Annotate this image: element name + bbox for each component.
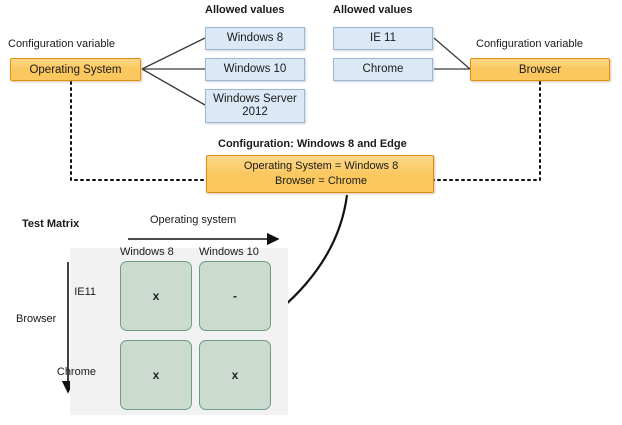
- allowed-value-windows-8-label: Windows 8: [226, 32, 284, 44]
- matrix-cell-ie11-windows-10[interactable]: -: [199, 261, 271, 331]
- matrix-cell-value: -: [233, 289, 237, 303]
- right-allowed-values-caption: Allowed values: [333, 4, 413, 16]
- allowed-value-windows-10-label: Windows 10: [223, 63, 287, 75]
- configuration-line-browser: Browser = Chrome: [274, 175, 367, 187]
- matrix-cell-value: x: [152, 368, 160, 382]
- browser-value-connectors: [433, 37, 471, 70]
- matrix-row-header-ie11: IE11: [74, 286, 96, 298]
- allowed-value-windows-server-2012[interactable]: Windows Server 2012: [205, 89, 305, 123]
- test-matrix-title: Test Matrix: [22, 218, 80, 230]
- variable-box-browser[interactable]: Browser: [470, 58, 610, 81]
- configuration-box[interactable]: Operating System = Windows 8 Browser = C…: [206, 155, 434, 193]
- variable-box-operating-system-label: Operating System: [29, 63, 122, 76]
- os-value-connectors: [141, 37, 206, 106]
- configuration-caption: Configuration: Windows 8 and Edge: [218, 138, 407, 150]
- matrix-column-header-windows-10: Windows 10: [199, 246, 259, 258]
- matrix-cell-chrome-windows-8[interactable]: x: [120, 340, 192, 410]
- allowed-value-chrome-label: Chrome: [362, 63, 404, 75]
- left-allowed-values-caption: Allowed values: [205, 4, 285, 16]
- allowed-value-windows-10[interactable]: Windows 10: [205, 58, 305, 81]
- matrix-cell-value: x: [152, 289, 160, 303]
- left-configuration-variable-caption: Configuration variable: [8, 38, 116, 50]
- right-configuration-variable-caption: Configuration variable: [476, 38, 584, 50]
- allowed-value-ie-11-label: IE 11: [370, 32, 396, 44]
- matrix-cell-chrome-windows-10[interactable]: x: [199, 340, 271, 410]
- configuration-line-operating-system: Operating System = Windows 8: [243, 160, 399, 172]
- matrix-y-axis-label: Browser: [16, 313, 57, 325]
- matrix-row-header-chrome: Chrome: [56, 366, 96, 378]
- matrix-cell-value: x: [231, 368, 239, 382]
- os-to-configuration-dotted: [70, 81, 207, 181]
- allowed-value-ie-11[interactable]: IE 11: [333, 27, 433, 50]
- matrix-column-header-windows-8: Windows 8: [120, 246, 174, 258]
- allowed-value-chrome[interactable]: Chrome: [333, 58, 433, 81]
- allowed-value-windows-8[interactable]: Windows 8: [205, 27, 305, 50]
- matrix-x-axis-label: Operating system: [150, 214, 237, 226]
- variable-box-browser-label: Browser: [518, 63, 562, 76]
- matrix-cell-ie11-windows-8[interactable]: x: [120, 261, 192, 331]
- allowed-value-windows-server-2012-label: Windows Server 2012: [213, 93, 297, 118]
- variable-box-operating-system[interactable]: Operating System: [10, 58, 141, 81]
